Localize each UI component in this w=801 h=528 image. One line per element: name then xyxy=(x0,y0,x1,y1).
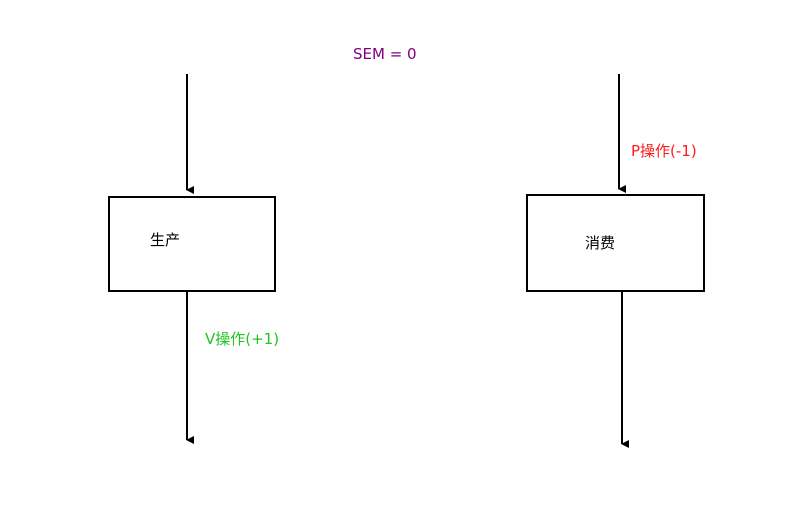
producer-box-label: 生产 xyxy=(150,231,180,249)
producer-box xyxy=(108,196,276,292)
v-operation-label: V操作(+1) xyxy=(205,330,279,348)
p-operation-label: P操作(-1) xyxy=(631,142,697,160)
semaphore-label: SEM = 0 xyxy=(353,45,417,63)
consumer-box-label: 消费 xyxy=(585,234,615,252)
consumer-box xyxy=(526,194,705,292)
